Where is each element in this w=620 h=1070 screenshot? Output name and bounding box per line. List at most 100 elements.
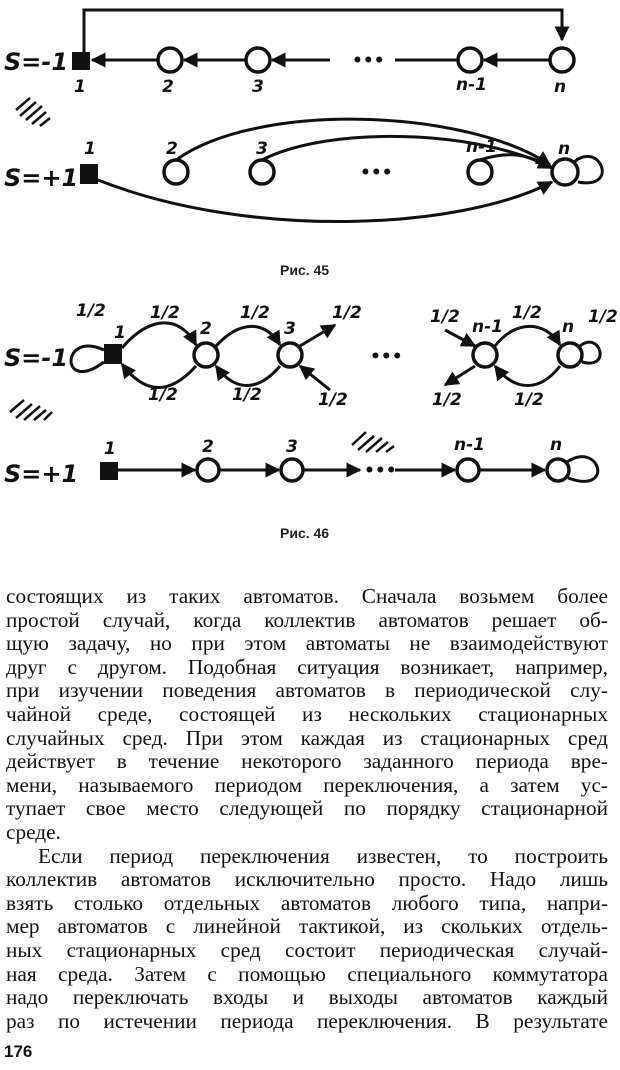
self-loop (579, 340, 602, 365)
hatch-mark (15, 97, 51, 127)
state-node (276, 341, 304, 369)
state-1-square (72, 52, 90, 70)
arrow (299, 323, 337, 348)
probability-labels: 1/2 1/2 1/2 1/2 1/2 1/2 1/2 1/2 1/2 1/2 … (76, 301, 618, 410)
text-line: чайной среде, состоящей из нескольких ст… (6, 701, 608, 726)
state-label-minus: S=-1 (4, 344, 68, 372)
prob-label: 1/2 (318, 390, 348, 410)
state-label-plus: S=+1 (4, 460, 78, 488)
arrow (479, 153, 554, 170)
state-node (162, 158, 190, 186)
text-line: коллектив автоматов исключительно просто… (6, 867, 608, 892)
body-text: состоящих из таких автоматов. Сначала во… (6, 584, 608, 1033)
state-node (456, 46, 484, 74)
feedback-arrow (82, 8, 570, 52)
state-node (192, 341, 220, 369)
state-node (556, 341, 584, 369)
ellipsis: ••• (360, 163, 393, 183)
prob-label: 1/2 (148, 385, 178, 405)
prob-label: 1/2 (332, 303, 362, 323)
text-line: надо переключать входы и выходы автомато… (6, 985, 608, 1010)
state-node (195, 457, 221, 483)
ellipsis: ••• (370, 347, 403, 367)
state-label: n (550, 435, 562, 455)
state-label: n-1 (456, 75, 487, 95)
prob-label: 1/2 (588, 307, 618, 327)
prob-label: 1/2 (240, 303, 270, 323)
text-line: состоящих из таких автоматов. Сначала во… (6, 584, 608, 608)
state-label: n (562, 317, 574, 337)
state-label: 2 (202, 437, 214, 457)
state-label: n-1 (466, 137, 497, 157)
text-line: раз по истечении периода переключения. В… (6, 1008, 608, 1033)
self-loop (69, 344, 105, 373)
page-number: 176 (4, 1042, 33, 1061)
state-label: n-1 (454, 435, 485, 455)
text-line: Если период переключения известен, то по… (38, 843, 608, 868)
figure-caption: Рис. 46 (280, 525, 329, 541)
figure-45: S=-1 ••• 1 2 3 n-1 n S=+1 ••• 1 2 (4, 8, 604, 278)
state-label: 1 (84, 139, 96, 159)
text-line: при изучении поведения автоматов в перио… (6, 678, 608, 703)
self-loop (566, 455, 600, 483)
state-node (455, 457, 481, 483)
state-label: n (558, 139, 570, 159)
figure-46: S=-1 ••• 1 2 3 n-1 n 1/2 1/2 1/2 1/2 1/2… (4, 301, 618, 541)
state-node (156, 46, 184, 74)
arrow (214, 324, 282, 348)
state-1-square (104, 344, 122, 364)
text-line: ная среда. Затем с помощью специального … (6, 961, 608, 986)
state-label-plus: S=+1 (4, 164, 78, 192)
state-node (466, 158, 494, 186)
prob-label: 1/2 (150, 303, 180, 323)
self-loop (573, 154, 604, 185)
arrow (175, 117, 552, 167)
text-line: мер автоматов с линейной тактикой, из ск… (6, 914, 608, 939)
text-line: друг с другом. Подобная ситуация возника… (6, 654, 608, 679)
arrow (261, 134, 554, 170)
arrow (120, 321, 198, 349)
arrow (120, 362, 198, 389)
arrow (493, 324, 562, 347)
state-1-square (80, 164, 98, 184)
prob-label: 1/2 (232, 385, 262, 405)
arrow (443, 364, 476, 387)
state-label: 2 (162, 77, 174, 97)
state-label-minus: S=-1 (4, 48, 68, 76)
text-line: мени, называемого периодом переключения,… (6, 772, 608, 797)
text-line: щую задачу, но при этом автоматы не взаи… (6, 631, 608, 656)
arrow (444, 328, 477, 348)
state-node (279, 457, 305, 483)
state-label: 1 (74, 77, 86, 97)
prob-label: 1/2 (76, 301, 106, 321)
figure-caption: Рис. 45 (280, 262, 329, 278)
text-line: тупает свое место следующей по порядку с… (6, 796, 608, 821)
state-label: 3 (284, 319, 296, 339)
prob-label: 1/2 (512, 303, 542, 323)
arrow (214, 364, 282, 387)
arrow (493, 364, 562, 387)
state-label: 2 (200, 319, 212, 339)
state-label: 3 (256, 139, 268, 159)
state-node (548, 46, 576, 74)
text-line: действует в течение некоторого заданного… (6, 749, 608, 774)
state-label: 1 (114, 323, 126, 343)
state-node (248, 158, 276, 186)
arrow (97, 178, 554, 223)
state-node (550, 157, 580, 187)
prob-label: 1/2 (432, 390, 462, 410)
state-label: 1 (104, 439, 116, 459)
state-label: 3 (286, 437, 298, 457)
state-1-square (100, 462, 118, 480)
prob-label: 1/2 (514, 390, 544, 410)
ellipsis: ••• (364, 461, 397, 481)
figures: S=-1 ••• 1 2 3 n-1 n S=+1 ••• 1 2 (4, 8, 618, 541)
state-node (545, 457, 571, 483)
state-label: n-1 (472, 317, 503, 337)
text-line: простой случай, когда коллектив автомато… (6, 607, 608, 632)
ellipsis: ••• (352, 51, 385, 71)
state-label: 2 (166, 139, 178, 159)
prob-label: 1/2 (430, 307, 460, 327)
text-line: взять столько отдельных автоматов любого… (6, 890, 608, 915)
state-label: n (554, 77, 566, 97)
